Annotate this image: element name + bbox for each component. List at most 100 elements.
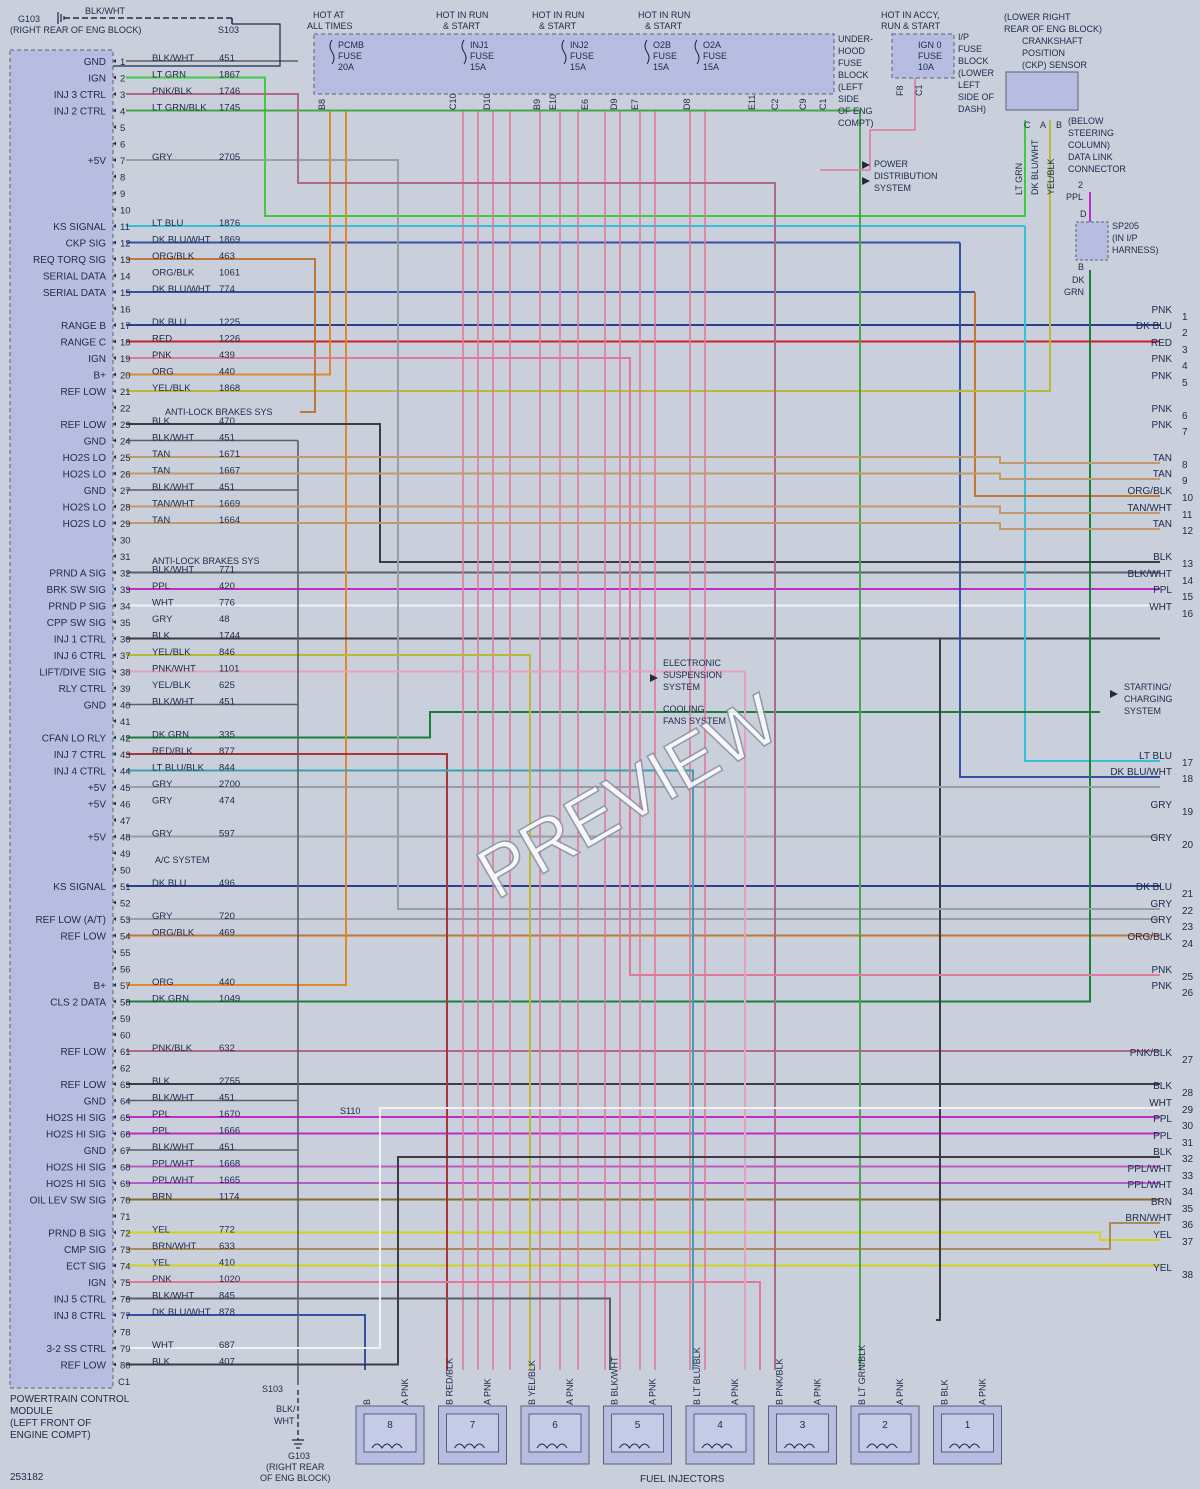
pcm-pin-marker <box>113 339 116 344</box>
right-edge-wire-label: PNK <box>1151 404 1172 415</box>
pcm-pin-number: 60 <box>120 1031 131 1042</box>
pcm-pin-name: CKP SIG <box>66 239 107 250</box>
ip-fuse-desc-line: (LOWER <box>958 68 995 78</box>
pcm-pin-wire-color: WHT <box>152 598 174 609</box>
pcm-pin-wire-color: GRY <box>152 152 173 163</box>
pcm-pin-circuit: 1746 <box>219 86 240 97</box>
right-edge-wire-label: TAN/WHT <box>1127 503 1172 514</box>
pcm-pin-circuit: 469 <box>219 928 235 939</box>
pcm-pin-marker <box>113 1197 116 1202</box>
pcm-pin-wire-color: TAN <box>152 449 170 460</box>
pcm-pin-name: PRND B SIG <box>48 1229 106 1240</box>
pcm-pin-number: 35 <box>120 618 131 629</box>
wire-tan <box>126 472 1160 480</box>
pcm-pin-number: 40 <box>120 701 131 712</box>
fuse-terminal-label: E10 <box>548 94 558 110</box>
fuse-label: 15A <box>703 62 719 72</box>
pcm-pin-name: HO2S LO <box>63 453 107 464</box>
pcm-pin-marker <box>113 290 116 294</box>
injector-number: 7 <box>470 1420 476 1431</box>
right-edge-wire-label: PPL/WHT <box>1128 1164 1172 1175</box>
pcm-pin-marker <box>113 488 116 492</box>
pcm-pin-circuit: 420 <box>219 581 235 592</box>
pcm-pin-name: RANGE B <box>61 321 106 332</box>
wire-inj6 <box>126 654 531 1370</box>
ckp-pin-label: C <box>1024 120 1031 130</box>
fuse-icon <box>329 39 335 65</box>
underhood-fuse-block <box>313 33 835 95</box>
system-arrow <box>1110 690 1118 698</box>
pcm-pin-marker <box>113 521 116 525</box>
preview-watermark: PREVIEW <box>464 679 792 914</box>
pcm-pin-marker <box>113 636 116 641</box>
system-arrow <box>862 161 870 169</box>
pcm-pin-marker <box>113 1362 116 1367</box>
fuse-header-2-line-2: & START <box>443 21 481 31</box>
top-ground-splice: S103 <box>218 25 239 35</box>
ckp-sensor-label: (LOWER RIGHT <box>1004 12 1071 22</box>
pcm-pin-marker <box>113 1115 116 1119</box>
pcm-pin-circuit: 1664 <box>219 515 240 526</box>
bottom-ground-wire-2: WHT <box>274 1416 295 1426</box>
right-edge-pin-number: 2 <box>1182 328 1188 339</box>
ground-symbol-top <box>57 12 65 24</box>
wire-serial-data <box>974 292 1160 497</box>
right-edge-wire-label: PPL <box>1153 1114 1172 1125</box>
pcm-pin-marker <box>113 207 116 212</box>
ckp-pin-label: B <box>1056 120 1062 130</box>
pcm-pin-marker <box>113 1247 116 1251</box>
ground-symbol-bottom <box>292 1439 304 1449</box>
injector-pin-b: B BLK/WHT <box>610 1356 620 1405</box>
pcm-pin-marker <box>113 917 116 921</box>
anti-lock-label-2: ANTI-LOCK BRAKES SYS <box>152 556 260 566</box>
pcm-pin-name: KS SIGNAL <box>53 882 106 893</box>
pcm-pin-wire-color: BRN/WHT <box>152 1241 197 1252</box>
injector-coil-icon <box>784 1443 815 1449</box>
fuse-label: FUSE <box>703 51 727 61</box>
right-edge-pin-number: 9 <box>1182 476 1188 487</box>
pcm-pin-circuit: 625 <box>219 680 235 691</box>
pcm-pin-circuit: 597 <box>219 829 235 840</box>
sp205-wire-2: GRN <box>1064 287 1084 297</box>
pcm-pin-marker <box>113 752 116 756</box>
ckp-sensor-box <box>1005 71 1079 111</box>
pcm-pin-number: 23 <box>120 420 131 431</box>
pcm-pin-name: GND <box>84 437 106 448</box>
right-edge-wire-label: TAN <box>1153 469 1172 480</box>
pcm-pin-number: 12 <box>120 239 131 250</box>
pcm-pin-circuit: 772 <box>219 1225 235 1236</box>
pcm-pin-name: INJ 8 CTRL <box>54 1311 107 1322</box>
pcm-pin-name: REF LOW <box>60 1361 106 1372</box>
wire-prnd-b <box>126 1231 1160 1241</box>
right-edge-pin-number: 6 <box>1182 411 1188 422</box>
pcm-pin-number: 37 <box>120 651 131 662</box>
pcm-pin-marker <box>113 158 116 162</box>
right-edge-pin-number: 28 <box>1182 1088 1194 1099</box>
fuse-block-desc-line: HOOD <box>838 46 866 56</box>
pcm-pin-number: 21 <box>120 387 131 398</box>
wire-cmp-sig <box>126 1222 1160 1250</box>
pcm-pin-marker <box>113 455 116 459</box>
pcm-pin-name: INJ 4 CTRL <box>54 767 107 778</box>
pcm-pin-number: 75 <box>120 1278 131 1289</box>
right-edge-wire-label: PNK/BLK <box>1130 1048 1173 1059</box>
pcm-pin-marker <box>113 356 116 360</box>
wire-3-2-ss <box>126 1107 1160 1349</box>
pcm-pin-number: 16 <box>120 305 131 316</box>
right-edge-pin-number: 7 <box>1182 427 1188 438</box>
pcm-pin-number: 59 <box>120 1014 131 1025</box>
pcm-pin-marker <box>113 1164 116 1169</box>
injector-number: 5 <box>635 1420 641 1431</box>
pcm-pin-number: 17 <box>120 321 131 332</box>
right-edge-wire-label: PPL <box>1153 585 1172 596</box>
dlc-label: CONNECTOR <box>1068 164 1126 174</box>
pcm-pin-circuit: 632 <box>219 1043 235 1054</box>
pcm-pin-circuit: 1020 <box>219 1274 240 1285</box>
pcm-pin-name: CFAN LO RLY <box>42 734 107 745</box>
ckp-pin-label: A <box>1040 120 1046 130</box>
injector-pin-a: A PNK <box>895 1378 905 1405</box>
pcm-pin-name: CPP SW SIG <box>47 618 106 629</box>
